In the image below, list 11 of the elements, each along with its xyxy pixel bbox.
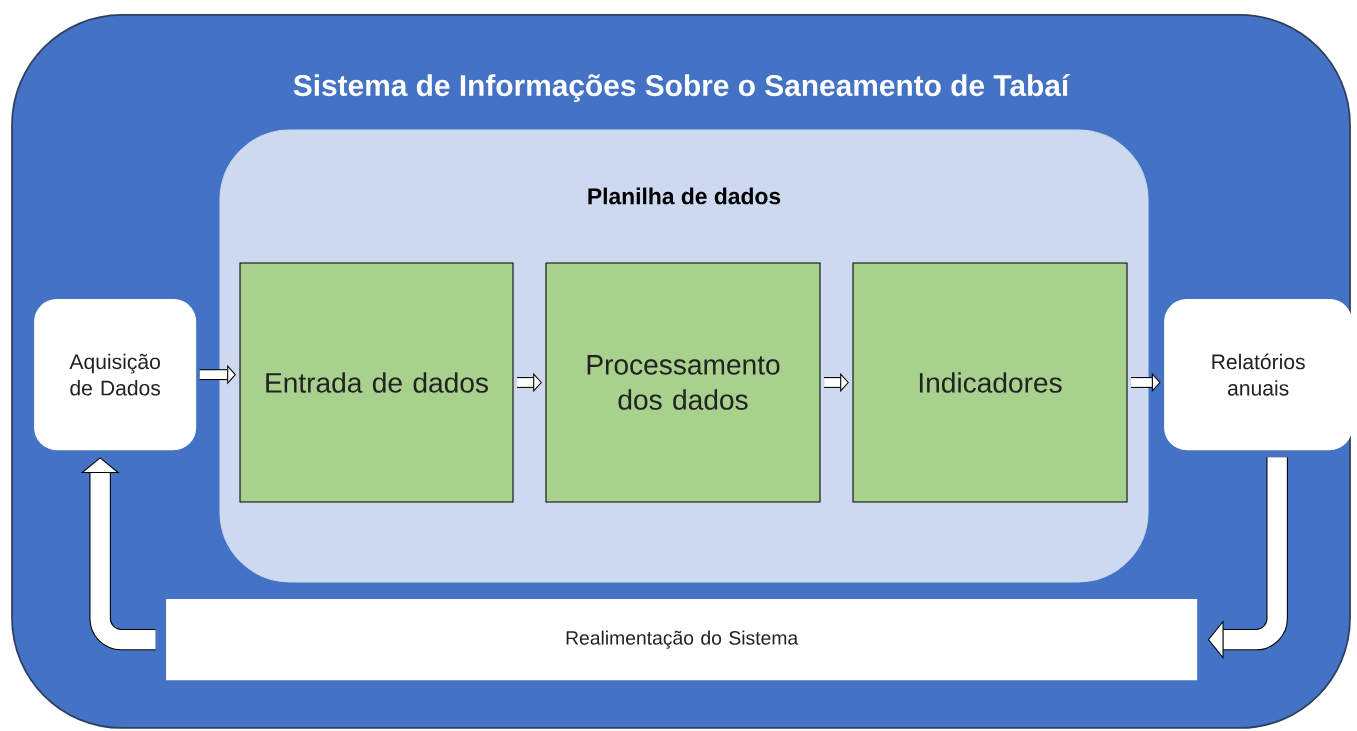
title-text: Sistema de Informações Sobre o Saneamento de Tabaí	[293, 73, 1070, 103]
block-arrow	[80, 457, 156, 651]
node-label: Relatórios anuais	[1212, 353, 1305, 396]
process-box: Processamento dos dados	[545, 262, 821, 503]
rounded-box: Relatórios anuais	[1164, 299, 1353, 451]
rounded-box: Aquisição de Dados	[34, 299, 197, 451]
block-arrow	[1207, 457, 1288, 660]
process-box: Entrada de dados	[239, 262, 514, 503]
section-heading: Planilha de dados	[588, 187, 781, 205]
feedback-bar: Realimentação do Sistema	[166, 599, 1198, 681]
process-box: Indicadores	[852, 262, 1128, 503]
